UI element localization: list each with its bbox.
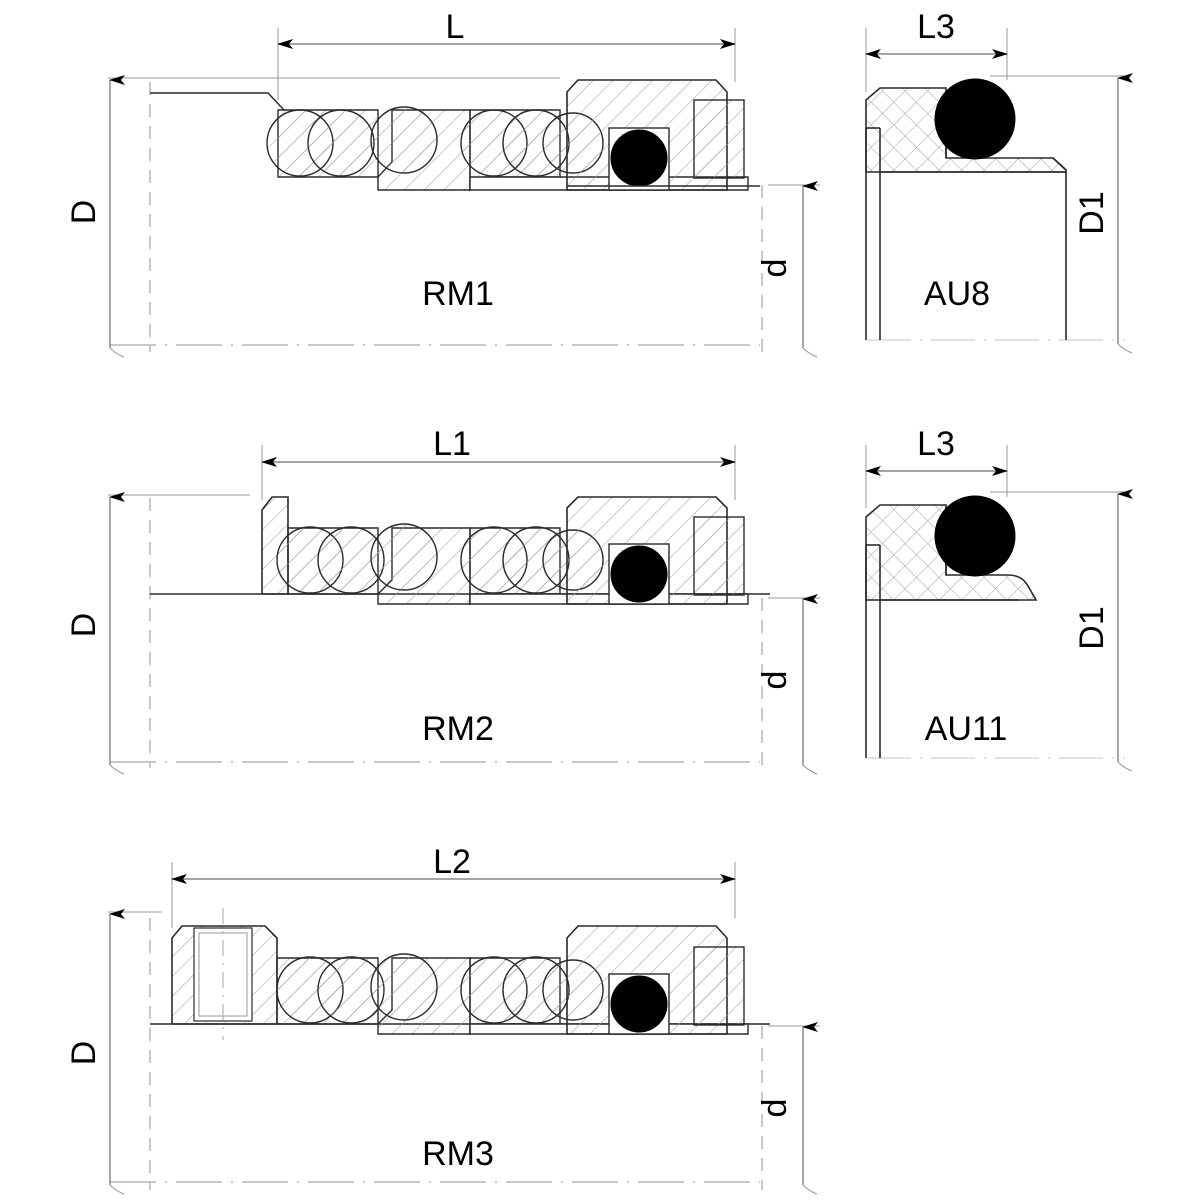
dimension-D-rm2: D — [65, 492, 125, 775]
dimension-label-D1-au8: D1 — [1073, 191, 1111, 234]
rm2-ball-bearings — [276, 523, 604, 594]
view-rm1: L D d — [65, 8, 820, 358]
dimension-label-L1: L1 — [433, 425, 471, 463]
dimension-label-D1-au11: D1 — [1073, 606, 1111, 649]
au8-oring — [934, 78, 1016, 160]
rm3-reference-lines — [149, 918, 763, 1190]
view-au11: L3 D1 AU11 — [865, 425, 1133, 772]
rm3-retainer-block — [693, 946, 745, 1026]
rm1-retainer-block — [693, 99, 745, 179]
dimension-L3-au8: L3 — [865, 8, 1008, 59]
dimension-L2: L2 — [171, 843, 736, 884]
dimension-d-rm3: d — [756, 1022, 818, 1195]
rm1-rail-skirt — [150, 92, 285, 111]
dimension-label-D-rm2: D — [65, 613, 103, 638]
dimension-L3-au11: L3 — [865, 425, 1008, 476]
rm3-oring — [610, 975, 668, 1033]
dimension-D-rm1: D — [65, 75, 125, 358]
dimension-label-d-rm1: d — [756, 259, 794, 278]
view-label-au11: AU11 — [925, 710, 1008, 748]
rm1-oring — [610, 129, 668, 187]
au11-skirt — [865, 544, 1018, 758]
dimension-label-L: L — [446, 8, 465, 46]
dimension-D1-au11: D1 — [1073, 489, 1133, 772]
view-label-au8: AU8 — [924, 275, 990, 313]
dimension-L1: L1 — [261, 425, 736, 467]
view-label-rm2: RM2 — [422, 710, 494, 748]
dimension-L: L — [277, 8, 736, 49]
dimension-label-L2: L2 — [433, 843, 471, 881]
dimension-label-d-rm3: d — [756, 1099, 794, 1118]
dimension-label-L3-au8: L3 — [917, 8, 955, 46]
au8-witness-lines — [865, 28, 1125, 341]
rm1-reference-lines — [149, 82, 763, 352]
dimension-label-d-rm2: d — [756, 671, 794, 690]
rm2-oring — [610, 545, 668, 603]
dimension-label-D-rm3: D — [65, 1041, 103, 1066]
dimension-D-rm3: D — [65, 909, 125, 1195]
dimension-d-rm1: d — [756, 181, 818, 358]
rm2-reference-lines — [149, 498, 763, 768]
view-au8: L3 D1 AU8 — [865, 8, 1133, 354]
view-label-rm3: RM3 — [422, 1135, 494, 1173]
rm2-retainer-block — [693, 516, 745, 596]
rm1-ball-bearings — [266, 106, 604, 177]
view-rm3: L2 D d — [65, 843, 820, 1195]
dimension-D1-au8: D1 — [1073, 73, 1133, 354]
view-label-rm1: RM1 — [422, 275, 494, 313]
dimension-label-L3-au11: L3 — [917, 425, 955, 463]
au8-skirt — [865, 127, 1067, 340]
au11-oring — [934, 495, 1016, 577]
dimension-label-D-rm1: D — [65, 200, 103, 225]
view-rm2: L1 D d — [65, 425, 820, 775]
rm3-witness-lines — [108, 862, 820, 1027]
dimension-d-rm2: d — [756, 594, 818, 775]
